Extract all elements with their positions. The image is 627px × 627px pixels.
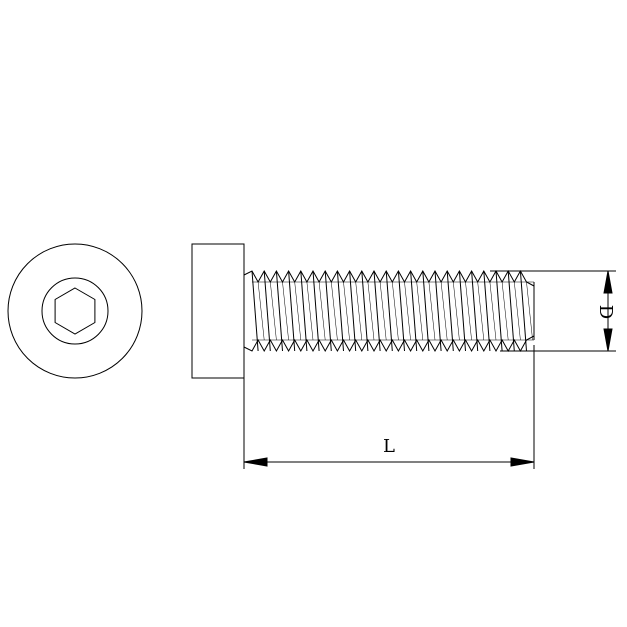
thread-crest-line [275,270,283,352]
thread-root-line [514,281,521,341]
thread-root-line [440,281,448,341]
thread-root-line [428,281,436,341]
thread-crest-line [336,270,344,352]
thread-crest-line [385,270,393,352]
thread-root-line [306,281,314,341]
thread-crest-line [458,270,466,352]
thread-root-line [379,281,387,341]
thread-crest-line [410,270,418,352]
thread-crest-line [324,270,332,352]
thread-bottom-profile [243,335,535,353]
head-end-view [7,243,143,379]
thread-root-line [270,281,277,341]
thread-crest-line [446,270,454,352]
thread-root-line [477,281,485,341]
thread-crest-line [251,270,259,352]
thread-root-line [282,281,289,341]
thread-root-line [355,281,363,341]
thread-root-line [465,281,472,341]
thread-crest-line [434,270,442,352]
diameter-arrow-bottom [603,328,613,352]
thread-crest-line [422,270,430,352]
thread-crest-line [397,270,405,352]
hex-socket-icon [54,287,96,335]
thread-crest-line [288,270,296,352]
thread-root-line [404,281,411,341]
head-rectangle [191,243,245,379]
length-label: L [383,436,395,457]
head-side-view [191,243,245,379]
thread-root-line [331,281,338,341]
thread-crest-line [361,270,369,352]
thread-crest-line [373,270,381,352]
thread-root-line [489,281,497,341]
thread-crest-line [312,270,320,352]
diameter-dimension: D [490,270,616,352]
thread-root-line [294,281,302,341]
head-outer-circle [7,243,143,379]
hex-socket-circle [41,277,109,345]
thread-root-line [343,281,350,341]
diameter-arrow-top [603,270,613,294]
thread-crest-line [483,270,491,352]
thread-crest-line [300,270,308,352]
threaded-shank [243,269,535,353]
thread-root-line [318,281,326,341]
thread-crest-line [495,270,503,352]
thread-root-line [392,281,399,341]
thread-crest-line [349,270,357,352]
thread-crest-line [263,270,271,352]
thread-crest-line [519,270,527,352]
thread-lines [251,270,533,352]
thread-root-line [257,281,265,341]
thread-top-profile [243,269,535,287]
length-dimension: L [243,345,535,469]
length-arrow-right [510,457,535,467]
thread-crest-line [471,270,479,352]
thread-root-line [526,281,533,341]
length-arrow-left [243,457,268,467]
thread-root-line [367,281,375,341]
diameter-label: D [595,305,616,319]
thread-root-line [501,281,509,341]
thread-root-line [453,281,460,341]
thread-crest-line [507,270,515,352]
thread-root-line [416,281,424,341]
